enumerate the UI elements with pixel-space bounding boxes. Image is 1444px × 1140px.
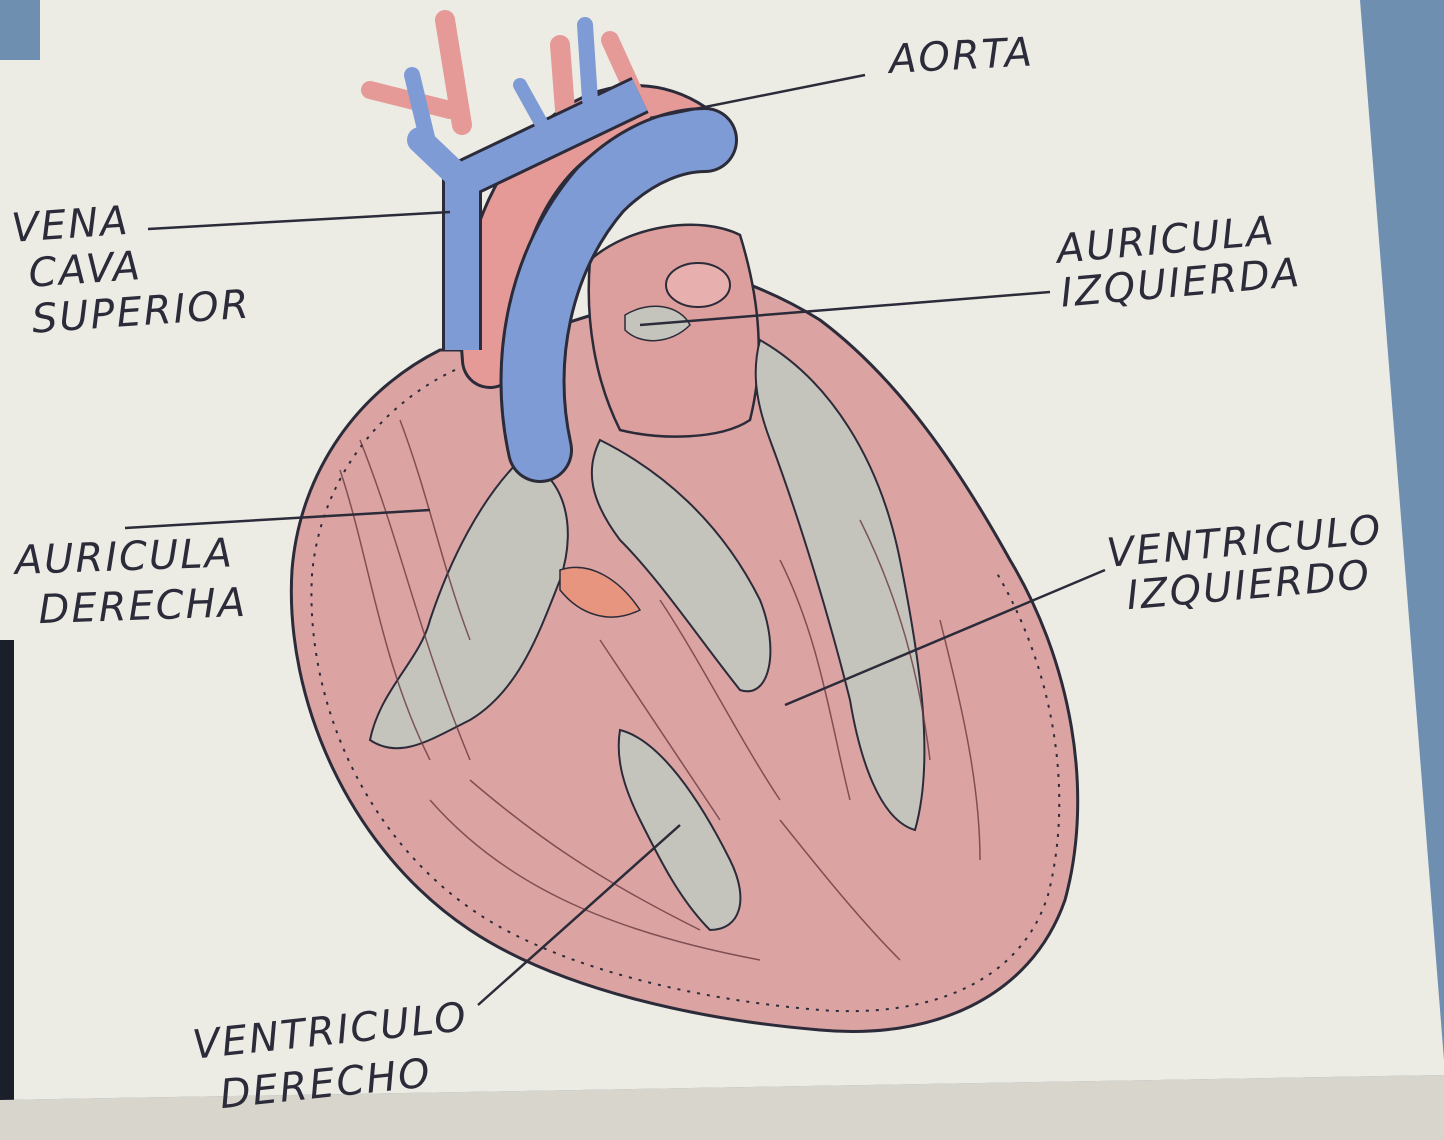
label-auricula-der-line2: DERECHA	[38, 578, 248, 635]
label-auricula-der-line1: AURICULA	[14, 528, 246, 586]
label-auricula-derecha: AURICULA DERECHA	[14, 528, 248, 636]
label-aorta-text: AORTA	[888, 30, 1035, 82]
notebook-binding	[0, 640, 14, 1140]
label-aorta: AORTA	[888, 30, 1035, 82]
pulmonary-vein-opening	[666, 263, 730, 307]
label-vena-cava-superior: VENA CAVA SUPERIOR	[10, 190, 252, 344]
